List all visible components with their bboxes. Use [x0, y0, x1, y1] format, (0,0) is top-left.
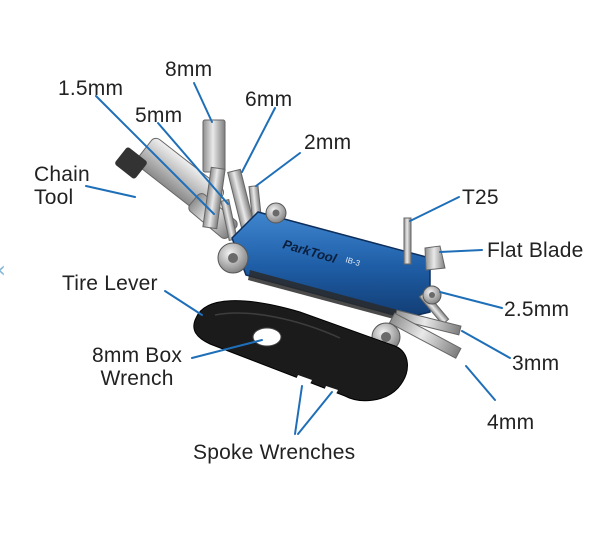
label-3mm: 3mm — [512, 352, 560, 375]
callout-1-5mm — [95, 95, 215, 215]
callout-box-wrench — [191, 339, 263, 359]
label-6mm: 6mm — [245, 88, 293, 111]
label-t25: T25 — [462, 186, 499, 209]
callout-lines — [85, 82, 511, 435]
label-1-5mm: 1.5mm — [58, 77, 124, 100]
callout-2-5mm — [439, 291, 503, 309]
label-chain-tool: Chain Tool — [34, 163, 90, 209]
model-mark: IB-3 — [344, 255, 361, 268]
label-tire-lever: Tire Lever — [62, 272, 158, 295]
callout-chain-tool — [85, 185, 136, 198]
tool-body: ParkTool IB-3 — [231, 211, 431, 322]
callout-8mm — [193, 82, 213, 123]
chevron-left-icon[interactable]: ‹ — [0, 258, 6, 283]
callout-5mm — [157, 122, 229, 205]
callout-tire-lever — [164, 290, 203, 316]
label-5mm: 5mm — [135, 104, 183, 127]
tire-lever-part — [193, 300, 408, 402]
label-8mm: 8mm — [165, 58, 213, 81]
callout-6mm — [241, 107, 276, 173]
callout-t25 — [409, 196, 460, 222]
label-spoke-wrenches: Spoke Wrenches — [193, 441, 356, 464]
callout-spoke-2 — [297, 391, 333, 435]
label-2-5mm: 2.5mm — [504, 298, 570, 321]
callout-spoke-1 — [294, 385, 303, 435]
label-box-wrench: 8mm Box Wrench — [92, 344, 183, 390]
callout-4mm — [465, 365, 496, 401]
label-flat-blade: Flat Blade — [487, 239, 584, 262]
callout-flat-blade — [439, 249, 483, 253]
callout-3mm — [461, 330, 511, 359]
label-4mm: 4mm — [487, 411, 535, 434]
pivot-bolts — [217, 202, 442, 352]
callout-2mm — [255, 152, 301, 187]
label-2mm: 2mm — [304, 131, 352, 154]
